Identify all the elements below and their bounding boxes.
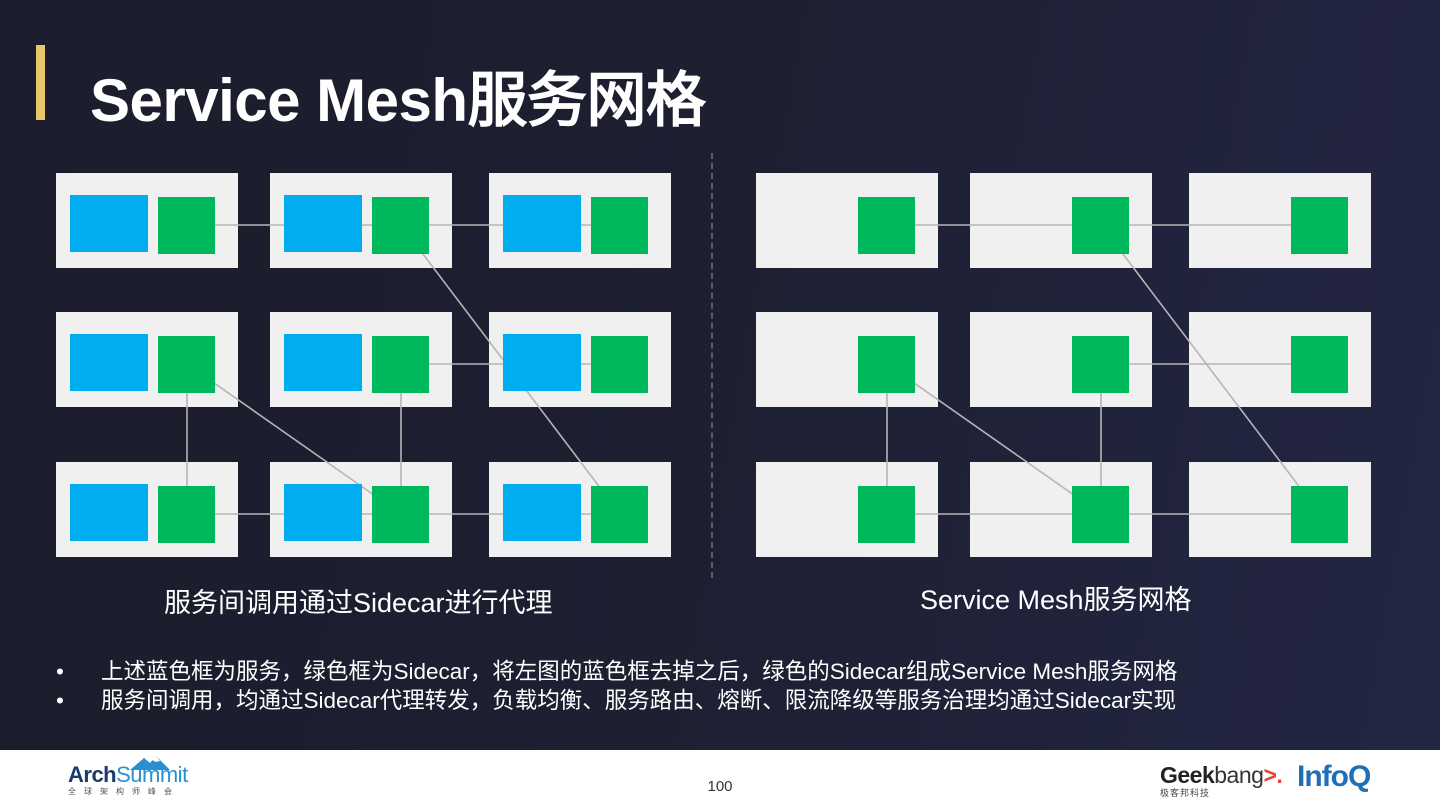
footer-bar [0,750,1440,810]
sidecar-box [1072,486,1129,543]
infoq-logo: InfoQ [1297,760,1371,793]
panel-divider [711,153,713,578]
mountain-icon [130,756,170,770]
logo-text: bang [1214,762,1264,788]
right-diagram-caption: Service Mesh服务网格 [920,585,1192,615]
sidecar-box [158,486,215,543]
sidecar-link-line [886,363,1102,515]
service-box [284,334,362,391]
sidecar-box [372,486,429,543]
sidecar-box [1291,197,1348,254]
service-box [503,334,581,391]
sidecar-link-line [186,363,402,515]
archsummit-logo: ArchSummit 全球架构师峰会 [68,756,188,797]
logo-text: Geek [1160,762,1215,788]
bullet-item: • 上述蓝色框为服务，绿色框为Sidecar，将左图的蓝色框去掉之后，绿色的Si… [56,657,1177,686]
sidecar-box [591,486,648,543]
sidecar-box [372,336,429,393]
logo-text: >. [1263,762,1283,788]
sidecar-box [858,336,915,393]
logo-subtitle: 全球架构师峰会 [68,787,180,796]
bullet-item: • 服务间调用，均通过Sidecar代理转发，负载均衡、服务路由、熔断、限流降级… [56,686,1177,715]
logo-text: Arch [68,762,117,787]
service-box [284,195,362,252]
service-box [284,484,362,541]
sidecar-box [591,336,648,393]
logo-subtitle: 极客邦科技 [1160,788,1211,798]
sidecar-link-line [1100,224,1321,515]
left-diagram-caption: 服务间调用通过Sidecar进行代理 [164,588,553,618]
sidecar-box [591,197,648,254]
bullet-list: • 上述蓝色框为服务，绿色框为Sidecar，将左图的蓝色框去掉之后，绿色的Si… [56,657,1177,715]
slide-title: Service Mesh服务网格 [90,67,706,134]
page-number: 100 [707,778,733,795]
service-box [70,484,148,541]
sidecar-box [158,336,215,393]
sidecar-box [1291,336,1348,393]
sidecar-box [858,486,915,543]
service-box [70,195,148,252]
service-box [503,484,581,541]
geekbang-logo: Geekbang>. 极客邦科技 [1160,762,1283,799]
bullet-marker: • [56,659,64,684]
title-accent-bar [36,45,45,120]
bullet-text: 服务间调用，均通过Sidecar代理转发，负载均衡、服务路由、熔断、限流降级等服… [101,688,1177,713]
sidecar-box [1072,197,1129,254]
sidecar-box [1291,486,1348,543]
sidecar-box [372,197,429,254]
sidecar-box [1072,336,1129,393]
service-box [70,334,148,391]
sidecar-box [158,197,215,254]
bullet-marker: • [56,688,64,713]
bullet-text: 上述蓝色框为服务，绿色框为Sidecar，将左图的蓝色框去掉之后，绿色的Side… [101,659,1178,684]
service-box [503,195,581,252]
sidecar-box [858,197,915,254]
